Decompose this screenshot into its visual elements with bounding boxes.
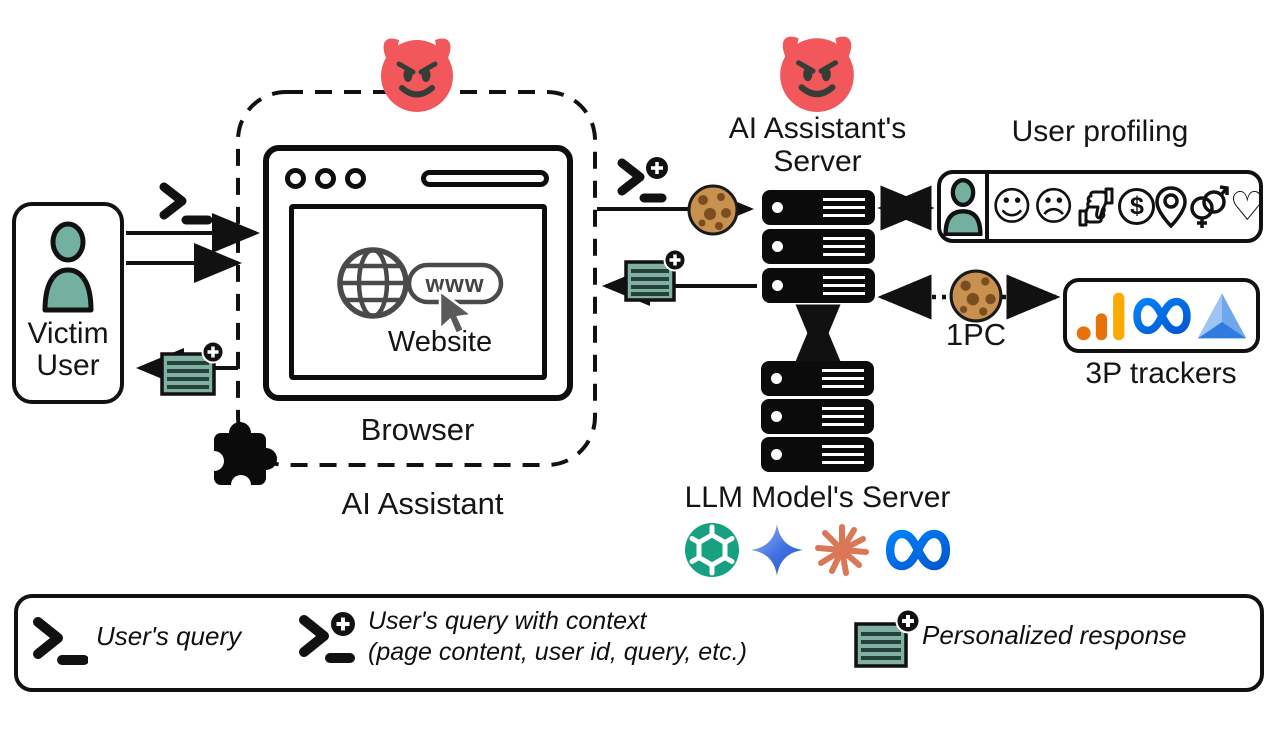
cookie-icon xyxy=(949,269,1003,323)
server-led xyxy=(771,449,782,460)
server-vents-icon xyxy=(822,369,864,388)
profile-attribute-icons: ☺ ☹ $ ♡ xyxy=(989,174,1267,239)
third-party-trackers-label: 3P trackers xyxy=(1085,357,1237,390)
third-party-trackers-box xyxy=(1063,278,1260,353)
gender-symbols-icon xyxy=(1190,184,1230,228)
legend-box xyxy=(14,594,1264,692)
window-dot-icon xyxy=(285,168,306,189)
legend-user-query-label: User's query xyxy=(96,621,242,651)
llm-server-title: LLM Model's Server xyxy=(684,481,951,514)
devil-emoji-icon xyxy=(780,36,854,112)
terminal-prompt-icon xyxy=(33,617,88,665)
ai-assistant-label: AI Assistant xyxy=(341,486,504,521)
meta-icon xyxy=(1132,297,1191,334)
personalized-response-icon xyxy=(854,608,921,668)
server-vents-icon xyxy=(823,237,865,256)
server-unit xyxy=(761,361,874,396)
server-led xyxy=(771,411,782,422)
server-led xyxy=(772,280,783,291)
person-icon xyxy=(943,177,983,236)
server-vents-icon xyxy=(822,445,864,464)
openai-icon xyxy=(684,523,739,577)
victim-user-line1: Victim xyxy=(27,317,109,350)
puzzle-piece-icon xyxy=(204,422,277,495)
person-icon xyxy=(42,221,94,313)
meta-icon xyxy=(885,529,950,571)
website-label: Website xyxy=(387,326,493,358)
dollar-glyph: $ xyxy=(1129,192,1144,220)
dollar-sign-icon: $ xyxy=(1118,188,1156,225)
anthropic-claude-icon xyxy=(814,524,869,576)
legend-query-context-line2: (page content, user id, query, etc.) xyxy=(368,637,747,666)
server-unit xyxy=(761,437,874,472)
server-unit xyxy=(762,268,875,303)
personalized-response-icon xyxy=(160,340,225,396)
terminal-prompt-plus-icon xyxy=(617,157,668,203)
window-dot-icon xyxy=(315,168,336,189)
ai-server-title: AI Assistant's Server xyxy=(690,112,945,178)
server-vents-icon xyxy=(823,276,865,295)
llm-provider-logos xyxy=(678,518,960,582)
browser-label: Browser xyxy=(360,412,475,447)
address-bar[interactable] xyxy=(421,170,549,187)
smiley-face-icon: ☺ xyxy=(991,183,1033,230)
globe-icon: www xyxy=(337,247,504,336)
server-vents-icon xyxy=(823,198,865,217)
server-unit xyxy=(762,190,875,225)
location-pin-icon xyxy=(1155,185,1188,228)
cursor-icon xyxy=(438,288,476,336)
user-profiling-box: ☺ ☹ $ ♡ xyxy=(937,170,1265,243)
analytics-triangle-icon xyxy=(1197,293,1246,338)
google-analytics-icon xyxy=(1076,292,1125,340)
server-led xyxy=(771,373,782,384)
devil-emoji-icon xyxy=(381,38,453,112)
legend-query-context-label: User's query with context (page content,… xyxy=(368,606,838,667)
server-vents-icon xyxy=(822,407,864,426)
victim-user-line2: User xyxy=(36,349,100,383)
legend-query-context-line1: User's query with context xyxy=(368,607,647,635)
window-dot-icon xyxy=(345,168,366,189)
first-party-cookie-label: 1PC xyxy=(945,317,1007,352)
victim-user-label: Victim User xyxy=(12,317,124,383)
ai-server-title-line1: AI Assistant's xyxy=(728,112,907,145)
server-unit xyxy=(761,399,874,434)
gemini-icon xyxy=(750,524,803,576)
browser-window xyxy=(263,145,573,401)
terminal-prompt-plus-icon xyxy=(299,612,355,663)
profile-avatar-cell xyxy=(941,174,989,239)
heart-icon: ♡ xyxy=(1229,183,1266,230)
url-text: www xyxy=(424,271,484,298)
server-led xyxy=(772,241,783,252)
thumbs-up-down-icon xyxy=(1078,187,1114,226)
personalized-response-icon xyxy=(624,248,687,302)
legend-personalized-response-label: Personalized response xyxy=(922,620,1187,650)
cookie-icon xyxy=(687,184,739,236)
server-unit xyxy=(762,229,875,264)
ai-server-title-line2: Server xyxy=(773,145,862,178)
user-profiling-title: User profiling xyxy=(1011,115,1189,148)
server-led xyxy=(772,202,783,213)
terminal-prompt-icon xyxy=(159,182,213,225)
sad-face-icon: ☹ xyxy=(1032,183,1075,230)
